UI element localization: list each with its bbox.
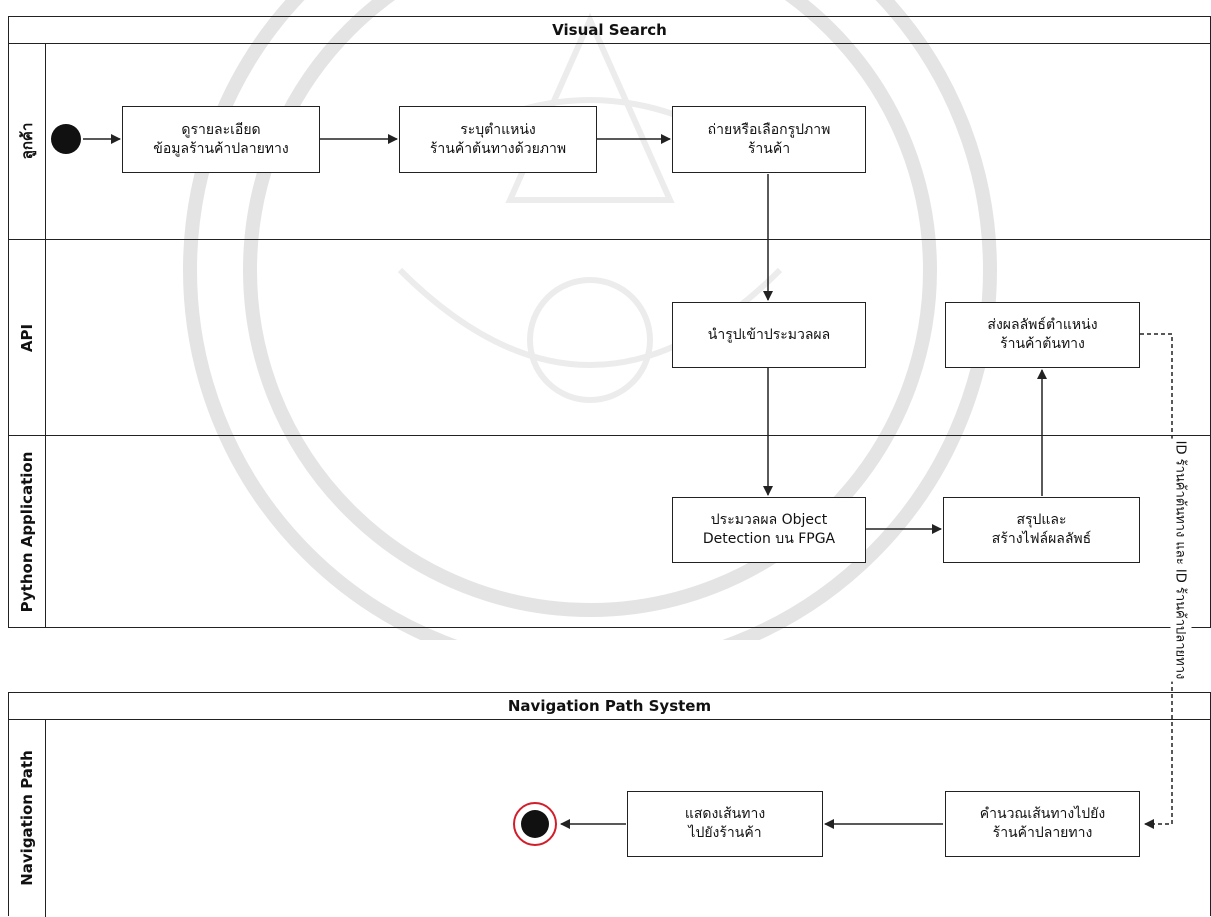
lane-python-application: Python Application [9, 435, 1210, 627]
edge-label-ids: ID ร้านค้าต้นทาง และ ID ร้านค้าปลายทาง [1170, 438, 1192, 682]
node-text: ร้านค้าต้นทางด้วยภาพ [429, 140, 567, 157]
node-text: ข้อมูลร้านค้าปลายทาง [153, 140, 289, 157]
node-text: ร้านค้าปลายทาง [992, 825, 1093, 841]
node-text: นำรูปเข้าประมวลผล [707, 326, 831, 343]
lane-label-cell: Python Application [9, 436, 46, 627]
lane-label-api: API [18, 323, 36, 352]
lane-customer: ลูกค้า [9, 43, 1210, 239]
node-text: คำนวณเส้นทางไปยัง [979, 806, 1106, 823]
start-node [51, 124, 81, 154]
node-text: ดูรายละเอียด [181, 121, 261, 138]
node-view-details[interactable]: ดูรายละเอียด ข้อมูลร้านค้าปลายทาง [122, 106, 320, 173]
pool-title-visual-search: Visual Search [9, 17, 1210, 44]
node-text: ร้านค้า [747, 140, 791, 157]
node-show-path[interactable]: แสดงเส้นทาง ไปยังร้านค้า [627, 791, 823, 857]
lane-label-customer: ลูกค้า [18, 122, 36, 160]
lane-label-python-application: Python Application [18, 451, 36, 612]
node-text: แสดงเส้นทาง [684, 806, 766, 823]
node-take-photo[interactable]: ถ่ายหรือเลือกรูปภาพ ร้านค้า [672, 106, 866, 173]
node-object-detection[interactable]: ประมวลผล Object Detection บน FPGA [672, 497, 866, 563]
lane-label-cell: ลูกค้า [9, 43, 46, 239]
lane-api: API [9, 239, 1210, 435]
node-calc-path[interactable]: คำนวณเส้นทางไปยัง ร้านค้าปลายทาง [945, 791, 1140, 857]
lane-navigation-path: Navigation Path [9, 719, 1210, 917]
node-text: ไปยังร้านค้า [688, 825, 762, 841]
node-text: สร้างไฟล์ผลลัพธ์ [991, 531, 1092, 547]
node-text: ร้านค้าต้นทาง [1000, 336, 1085, 352]
end-node-core [521, 810, 549, 838]
node-text: ถ่ายหรือเลือกรูปภาพ [707, 121, 831, 138]
node-text: สรุปและ [1016, 512, 1067, 529]
node-send-result[interactable]: ส่งผลลัพธ์ตำแหน่ง ร้านค้าต้นทาง [945, 302, 1140, 368]
node-text: ส่งผลลัพธ์ตำแหน่ง [987, 317, 1098, 334]
pool-title-navigation: Navigation Path System [9, 693, 1210, 720]
node-text: Detection บน FPGA [702, 531, 836, 547]
lane-label-cell: API [9, 240, 46, 435]
node-send-to-process[interactable]: นำรูปเข้าประมวลผล [672, 302, 866, 368]
node-text: ประมวลผล Object [710, 512, 828, 529]
lane-label-navigation-path: Navigation Path [18, 750, 36, 886]
node-text: ระบุตำแหน่ง [460, 121, 536, 138]
node-summarize[interactable]: สรุปและ สร้างไฟล์ผลลัพธ์ [943, 497, 1140, 563]
node-identify-location[interactable]: ระบุตำแหน่ง ร้านค้าต้นทางด้วยภาพ [399, 106, 597, 173]
end-node [513, 802, 557, 846]
lane-label-cell: Navigation Path [9, 719, 46, 917]
